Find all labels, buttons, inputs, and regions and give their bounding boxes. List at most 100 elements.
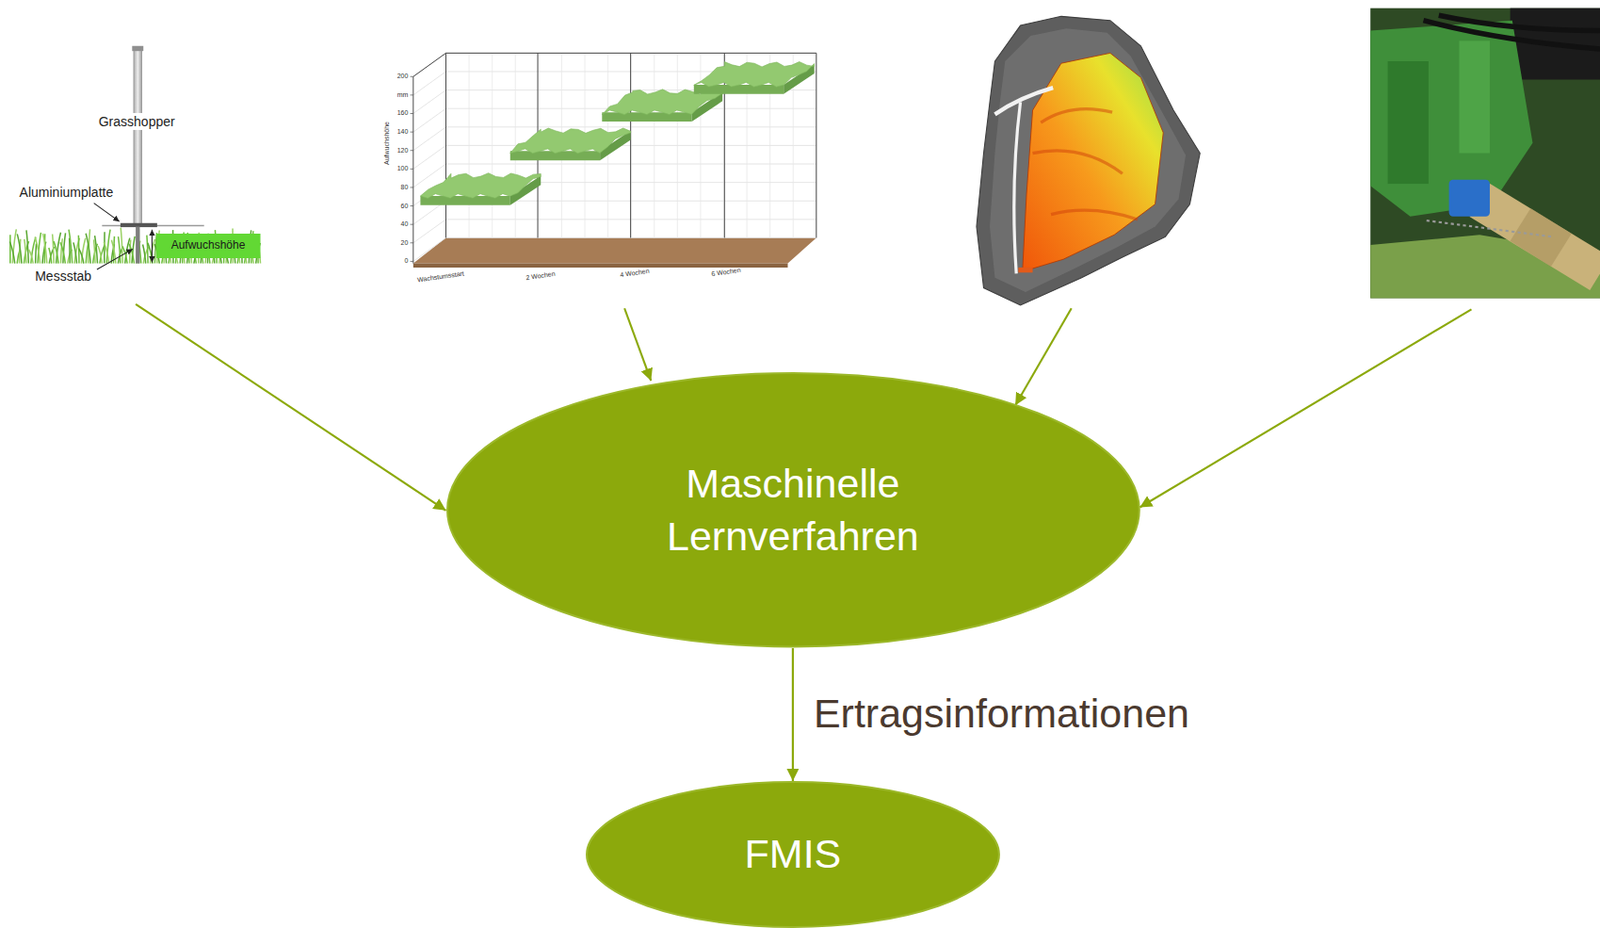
measuring-rod bbox=[135, 226, 140, 264]
map-road bbox=[1014, 101, 1021, 274]
grass-blade bbox=[122, 246, 128, 263]
aluminium-plate bbox=[120, 223, 158, 227]
axis-tick-label: 20 bbox=[401, 239, 409, 247]
grass-blade bbox=[16, 233, 22, 263]
grass-blade bbox=[31, 237, 36, 264]
source-arrow bbox=[1139, 308, 1471, 507]
grid-line bbox=[515, 52, 517, 238]
grid-line bbox=[413, 90, 447, 114]
map-road bbox=[994, 87, 1053, 114]
photo-ground bbox=[1370, 8, 1600, 299]
grass-blade bbox=[97, 245, 102, 264]
flow-arrow bbox=[791, 647, 794, 781]
grid-line bbox=[630, 52, 632, 238]
pto-coupler bbox=[1449, 179, 1490, 217]
node-text: FMIS bbox=[744, 829, 842, 879]
axis-tick-label: 80 bbox=[401, 183, 409, 192]
grid-line bbox=[413, 108, 447, 132]
grass-blade bbox=[129, 239, 131, 263]
chart-frame bbox=[630, 52, 631, 238]
axis-tick-label: 140 bbox=[397, 128, 409, 136]
edge-label: Ertragsinformationen bbox=[813, 691, 1190, 738]
grass-blade bbox=[146, 235, 148, 264]
grass-blade bbox=[68, 229, 73, 264]
grid-line bbox=[815, 52, 817, 238]
grass-blade bbox=[103, 242, 109, 264]
axis-category: 4 Wochen bbox=[619, 267, 650, 279]
tractor-arm bbox=[1388, 61, 1429, 184]
grass-blade bbox=[73, 242, 78, 263]
axis-tick-label: 100 bbox=[397, 164, 409, 173]
tractor-arm bbox=[1458, 40, 1490, 153]
grass-blade bbox=[53, 241, 59, 263]
grid-line bbox=[413, 52, 447, 77]
chart-frame bbox=[413, 52, 447, 77]
axis-category: Wachstumsstart bbox=[417, 269, 466, 284]
grasshopper-pole bbox=[133, 48, 143, 225]
growth-layer bbox=[694, 62, 815, 88]
axis-tick-label: 0 bbox=[404, 257, 409, 265]
axis-tick-label: 200 bbox=[397, 72, 409, 81]
grass-blade bbox=[48, 247, 52, 264]
grass-blade bbox=[118, 236, 121, 263]
axis-tick-label: 40 bbox=[401, 220, 409, 228]
grass-blade bbox=[24, 239, 27, 264]
part-label: Grasshopper bbox=[96, 113, 178, 130]
ellipse-shape bbox=[447, 372, 1140, 647]
node-text: Aufwuchshöhe bbox=[171, 239, 246, 253]
grass-blade bbox=[95, 235, 98, 263]
grass-blade bbox=[79, 248, 84, 264]
tractor-frame bbox=[1370, 20, 1533, 217]
height-arrow bbox=[151, 229, 153, 263]
process-ellipse: Maschinelle Lernverfahren bbox=[446, 371, 1141, 648]
grass-blade bbox=[52, 233, 55, 263]
leader-line bbox=[94, 203, 120, 223]
grid-line bbox=[413, 237, 447, 261]
grid-line bbox=[468, 52, 470, 238]
source-arrow bbox=[624, 307, 651, 381]
safety-chain bbox=[1426, 220, 1553, 237]
grid-line bbox=[446, 52, 817, 54]
grass-blade bbox=[85, 233, 91, 264]
pto-shaft-band bbox=[1519, 224, 1561, 250]
drone-map-outline bbox=[976, 16, 1200, 306]
growth-layer bbox=[510, 128, 631, 154]
chart-frame bbox=[446, 52, 817, 54]
axis-tick-label: mm bbox=[397, 91, 409, 99]
chart-frame bbox=[412, 76, 414, 263]
grid-line bbox=[677, 52, 679, 238]
grid-line bbox=[413, 127, 447, 151]
axis-tick-label: 160 bbox=[397, 109, 409, 117]
axis-category: 2 Wochen bbox=[525, 269, 556, 281]
grid-line bbox=[653, 52, 655, 238]
chart-frame bbox=[815, 52, 817, 238]
axis-tick-label: 120 bbox=[397, 146, 409, 155]
axis-tick-label: 60 bbox=[401, 202, 409, 211]
grid-line bbox=[413, 219, 447, 243]
grass-blade bbox=[9, 241, 15, 263]
grass-blade bbox=[9, 234, 12, 263]
grass-blade bbox=[103, 231, 106, 263]
yield-map-streak bbox=[1033, 109, 1139, 220]
grass-blade bbox=[34, 243, 37, 264]
grass-blade bbox=[60, 242, 65, 263]
grass-blade bbox=[120, 227, 123, 264]
chart-floor bbox=[413, 237, 817, 263]
pto-shaft bbox=[1479, 199, 1600, 274]
drone-map-texture bbox=[989, 28, 1186, 292]
node-text: Maschinelle Lernverfahren bbox=[637, 457, 949, 564]
hydraulic-hose bbox=[1423, 15, 1600, 49]
grass-blade bbox=[94, 239, 96, 263]
grass-blade bbox=[129, 243, 134, 264]
grass-blade bbox=[29, 249, 34, 264]
grid-line bbox=[413, 71, 447, 96]
grass-blade bbox=[26, 229, 29, 263]
source-arrow bbox=[135, 304, 446, 511]
source-arrow bbox=[1015, 307, 1072, 405]
map-marker bbox=[1018, 267, 1033, 273]
grass-blade bbox=[34, 237, 40, 264]
grid-line bbox=[413, 145, 447, 169]
box-shape bbox=[156, 233, 261, 259]
height-label-box: Aufwuchshöhe bbox=[156, 233, 261, 259]
part-label: Messstab bbox=[34, 268, 92, 284]
